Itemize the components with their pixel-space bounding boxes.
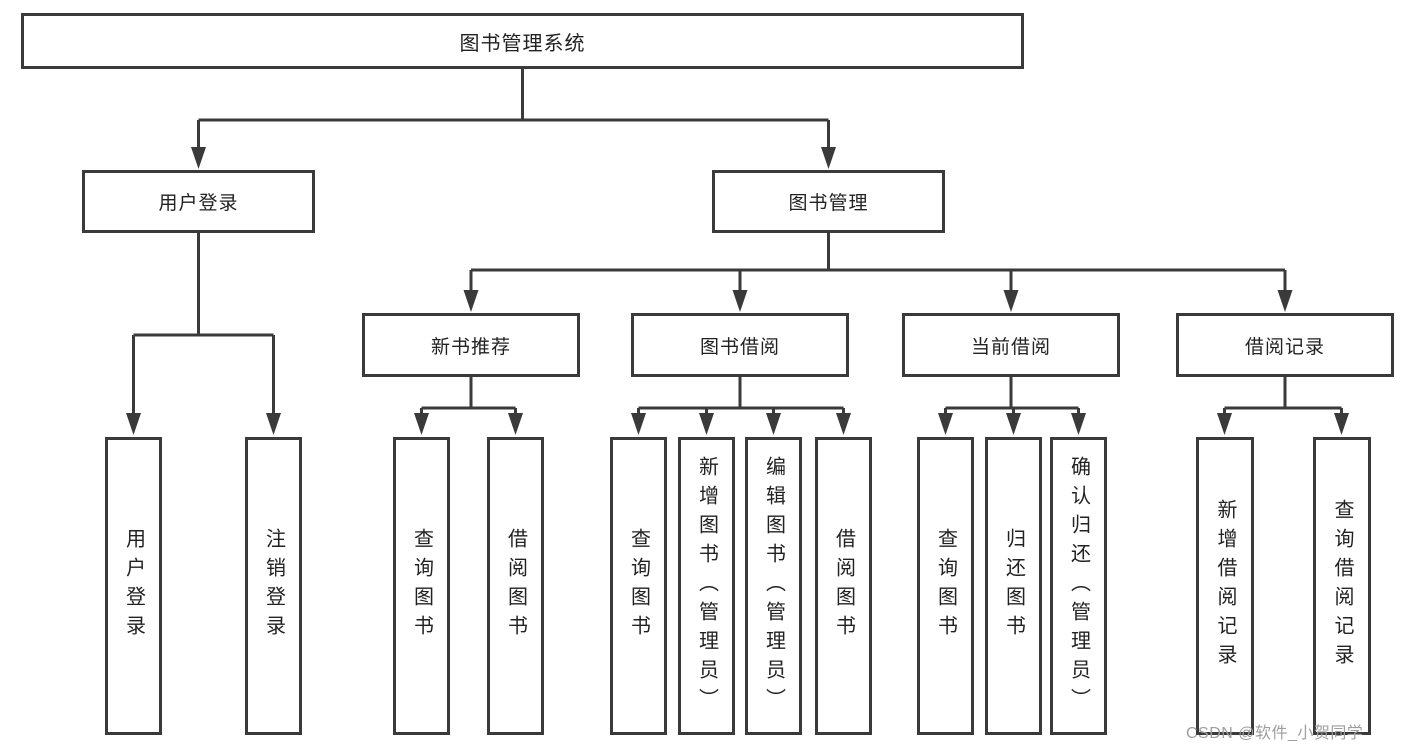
node-current-borrowing: 当前借阅 [902, 313, 1120, 377]
connector-book-mgmt-to-level3 [463, 233, 1293, 312]
connector-root-to-level2 [191, 69, 836, 169]
node-leaf-query-book-recommend: 查询图书 [393, 437, 450, 735]
node-leaf-add-book-admin: 新增图书（管理员） [678, 437, 735, 735]
connector-new-book-rec-children [414, 377, 523, 435]
node-leaf-add-borrow-record: 新增借阅记录 [1196, 437, 1254, 735]
node-leaf-confirm-return-admin: 确认归还（管理员） [1050, 437, 1107, 735]
node-leaf-return-book: 归还图书 [985, 437, 1042, 735]
node-leaf-borrow-book-recommend: 借阅图书 [487, 437, 544, 735]
node-leaf-user-login: 用户登录 [105, 437, 162, 735]
csdn-watermark: CSDN @软件_小贺同学 [1186, 725, 1364, 742]
node-leaf-query-book-current: 查询图书 [917, 437, 974, 735]
connector-book-borrow-children [631, 377, 851, 435]
connector-current-borrow-children [938, 377, 1086, 435]
node-borrowing-records: 借阅记录 [1176, 313, 1394, 377]
node-user-login: 用户登录 [82, 170, 315, 233]
node-leaf-query-book-borrow: 查询图书 [610, 437, 667, 735]
node-leaf-edit-book-admin: 编辑图书（管理员） [745, 437, 802, 735]
node-book-management: 图书管理 [712, 170, 945, 233]
node-root-system: 图书管理系统 [21, 13, 1024, 69]
connector-user-login-children [126, 233, 281, 435]
node-leaf-borrow-book: 借阅图书 [815, 437, 872, 735]
node-book-borrowing: 图书借阅 [631, 313, 849, 377]
node-leaf-logout: 注销登录 [245, 437, 302, 735]
node-leaf-query-borrow-record: 查询借阅记录 [1313, 437, 1371, 735]
connector-borrow-records-children [1217, 377, 1349, 435]
node-new-book-recommend: 新书推荐 [362, 313, 580, 377]
